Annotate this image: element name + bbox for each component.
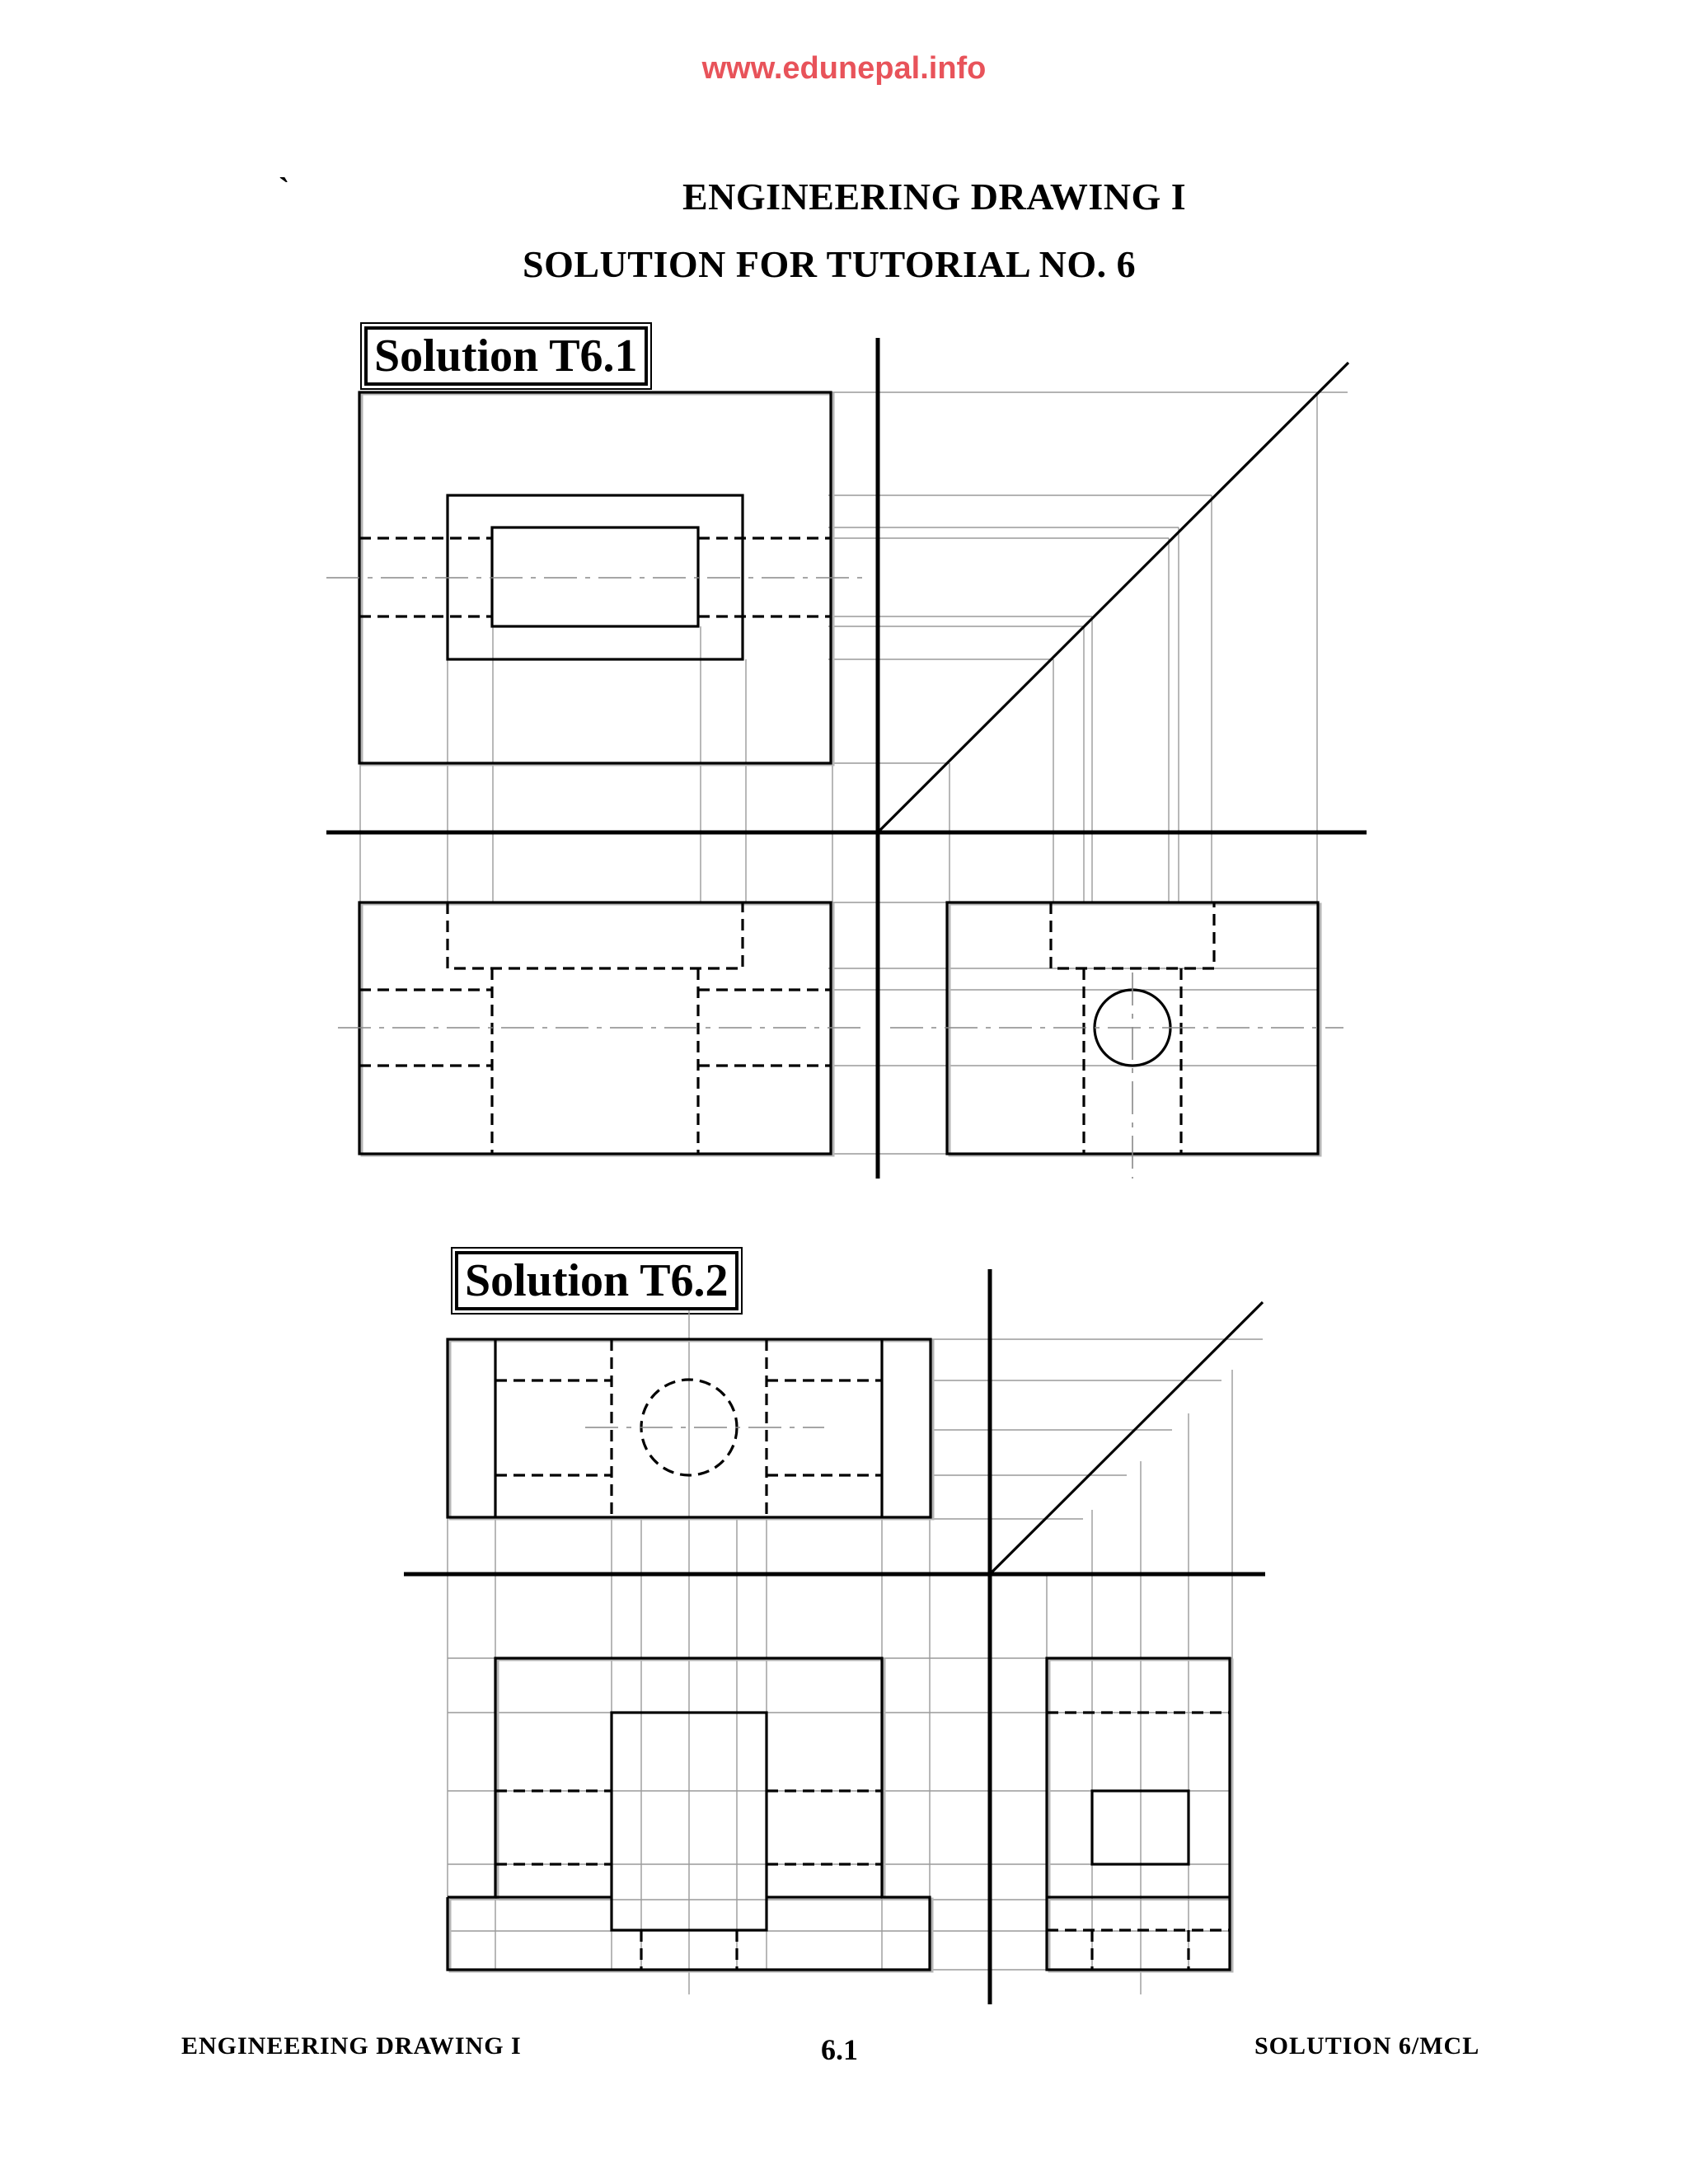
t61-miter-line xyxy=(876,361,1350,834)
page-title: ENGINEERING DRAWING I xyxy=(682,176,1187,218)
t62-front-view xyxy=(446,1657,934,1973)
watermark-url: www.edunepal.info xyxy=(701,51,987,86)
stray-tick-mark: ` xyxy=(279,171,290,208)
solution-t6-2-drawing xyxy=(404,1269,1265,2004)
footer-page-number: 6.1 xyxy=(821,2033,858,2066)
t61-projection-lines xyxy=(359,391,1348,1155)
t62-miter-line xyxy=(988,1301,1264,1576)
solution-label-t6-1: Solution T6.1 xyxy=(360,322,652,390)
t62-projection-lines xyxy=(447,1310,1263,1994)
t61-side-view xyxy=(890,901,1343,1179)
t62-top-view xyxy=(446,1338,935,1521)
t61-top-view xyxy=(326,391,865,766)
footer-course-name: ENGINEERING DRAWING I xyxy=(181,2032,522,2060)
solution-t6-1-drawing xyxy=(326,338,1367,1179)
t61-front-view xyxy=(338,901,865,1157)
t62-side-view xyxy=(1045,1657,1234,1973)
page-subtitle: SOLUTION FOR TUTORIAL NO. 6 xyxy=(523,243,1137,285)
solution-label-t6-2: Solution T6.2 xyxy=(451,1247,743,1315)
footer-solution-code: SOLUTION 6/MCL xyxy=(1254,2032,1480,2060)
